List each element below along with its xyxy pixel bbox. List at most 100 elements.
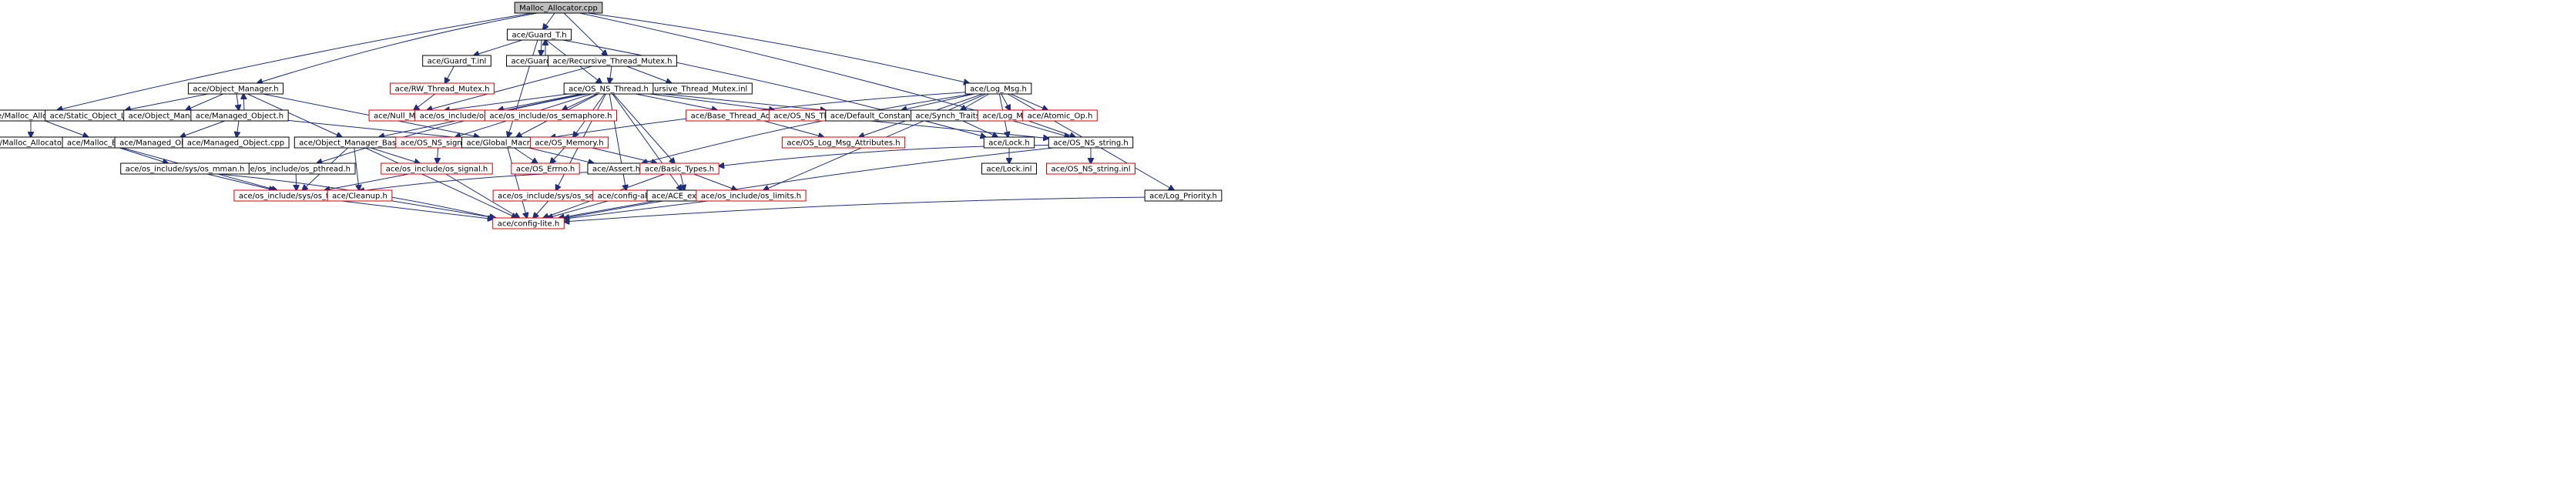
- node-box: [563, 82, 654, 95]
- node-os-errno-h[interactable]: ace/OS_Errno.h: [511, 162, 580, 175]
- edge-base-thread-adapter-h-to-os-log-msg-attributes-h: [763, 120, 823, 137]
- node-box: [506, 28, 572, 41]
- node-label: ace/Malloc_Allocator.h: [0, 112, 73, 121]
- node-managed-object-cpp[interactable]: ace/Managed_Object.cpp: [182, 136, 290, 149]
- node-rw-thread-mutex-h[interactable]: ace/RW_Thread_Mutex.h: [390, 82, 495, 95]
- edge-os-ns-thread-h-to-config-all-h: [609, 93, 626, 190]
- node-label: ace/Malloc_Base.h: [67, 139, 138, 148]
- node-box: [514, 2, 603, 14]
- node-os-ns-thread-h[interactable]: ace/OS_NS_Thread.h: [563, 82, 654, 95]
- node-object-manager-h[interactable]: ace/Object_Manager.h: [187, 82, 284, 95]
- edge-os-memory-h-to-basic-types-h: [592, 147, 656, 163]
- edge-os-mman-h-to-os-types-h: [206, 173, 274, 190]
- edge-rec-thread-mutex-h-to-os-ns-thread-h: [609, 65, 612, 83]
- edge-object-manager-base-h-to-config-lite-h: [364, 147, 517, 218]
- node-box: [1144, 189, 1223, 202]
- edge-os-sem-h-to-config-lite-h: [533, 200, 549, 218]
- edge-log-msg-inl-to-os-ns-string-h: [1028, 120, 1075, 137]
- edge-object-manager-h-to-managed-object-h: [236, 93, 239, 110]
- edge-object-manager-h-to-object-manager-base-h: [247, 93, 341, 137]
- node-cleanup-h[interactable]: ace/Cleanup.h: [327, 189, 393, 202]
- node-os-ns-string-inl[interactable]: ace/OS_NS_string.inl: [1046, 162, 1135, 175]
- node-label: ace/Base_Thread_Adapter.h: [691, 112, 798, 121]
- node-guard-t-h[interactable]: ace/Guard_T.h: [506, 28, 572, 41]
- node-box: [981, 162, 1038, 175]
- edge-malloc-base-h-to-os-mman-h: [119, 147, 168, 163]
- node-basic-types-h[interactable]: ace/Basic_Types.h: [639, 162, 719, 175]
- node-label: ace/Atomic_Op.h: [1028, 112, 1093, 121]
- node-label: ace/Global_Macros.h: [466, 139, 545, 148]
- node-box: [511, 162, 580, 175]
- edge-global-macros-h-to-assert-h: [528, 147, 593, 163]
- node-label: ace/Managed_Object.inl: [119, 139, 212, 148]
- node-config-lite-h[interactable]: ace/config-lite.h: [492, 217, 565, 229]
- node-rec-thread-mutex-h[interactable]: ace/Recursive_Thread_Mutex.h: [547, 55, 678, 67]
- node-os-pthread-h[interactable]: ace/os_include/os_pthread.h: [236, 162, 356, 175]
- node-box: [120, 162, 250, 175]
- node-box: [1022, 109, 1098, 122]
- edge-object-manager-h-to-object-manager-inl: [186, 93, 223, 110]
- nodes-layer: Malloc_Allocator.cpp ace/Guard_T.h ace/Gua…: [0, 2, 1223, 229]
- node-atomic-op-h[interactable]: ace/Atomic_Op.h: [1022, 109, 1098, 122]
- node-os-signal-h[interactable]: ace/os_include/os_signal.h: [381, 162, 493, 175]
- node-log-priority-h[interactable]: ace/Log_Priority.h: [1144, 189, 1223, 202]
- node-label: ace/Assert.h: [592, 166, 640, 174]
- node-label: ace/Synch_Traits.h: [916, 112, 988, 121]
- node-label: ace/Managed_Object.h: [196, 112, 283, 121]
- edge-root-to-log-msg-h: [587, 12, 969, 83]
- node-box: [781, 136, 906, 149]
- node-label: ace/os_include/sys/os_mman.h: [126, 166, 245, 174]
- edge-cleanup-h-to-config-lite-h: [391, 200, 496, 218]
- node-lock-inl[interactable]: ace/Lock.inl: [981, 162, 1038, 175]
- edge-guard-t-inl-to-rw-thread-mutex-h: [445, 65, 454, 83]
- node-log-msg-h[interactable]: ace/Log_Msg.h: [964, 82, 1032, 95]
- edge-os-ns-signal-h-to-os-signal-h: [437, 147, 438, 163]
- node-label: ace/Cleanup.h: [332, 193, 387, 201]
- node-label: ace/Object_Manager_Base.h: [299, 139, 408, 148]
- node-label: ace/Recursive_Thread_Mutex.inl: [624, 85, 748, 94]
- edge-guard-t-h-to-lock-h: [562, 39, 986, 137]
- edge-os-ns-string-h-to-config-lite-h: [564, 147, 1054, 218]
- node-box: [327, 189, 393, 202]
- node-assert-h[interactable]: ace/Assert.h: [587, 162, 646, 175]
- edge-os-ns-thread-h-to-os-sched-h: [498, 93, 582, 110]
- node-os-ns-string-h[interactable]: ace/OS_NS_string.h: [1048, 136, 1134, 149]
- node-guard-t-inl[interactable]: ace/Guard_T.inl: [422, 55, 491, 67]
- node-lock-h[interactable]: ace/Lock.h: [983, 136, 1035, 149]
- edge-managed-object-h-to-object-manager-h: [243, 94, 244, 111]
- node-label: ace/Guard_T.cpp: [512, 58, 575, 66]
- node-label: ace/OS_NS_string.h: [1053, 139, 1128, 148]
- node-label: ace/Guard_T.inl: [428, 58, 487, 66]
- node-label: ace/os_include/os_sched.h: [420, 112, 522, 121]
- edge-os-signal-h-to-config-lite-h: [445, 173, 520, 218]
- edge-basic-types-h-to-ace-export-h: [681, 173, 685, 190]
- node-label: ace/os_include/sys/os_sem.h: [498, 193, 609, 201]
- edge-log-priority-h-to-config-lite-h: [564, 196, 1145, 222]
- node-os-log-msg-attributes-h[interactable]: ace/OS_Log_Msg_Attributes.h: [781, 136, 906, 149]
- edge-synch-traits-h-to-lock-h: [962, 120, 998, 137]
- edge-rec-thread-mutex-h-to-null-mutex-h: [427, 65, 592, 110]
- edge-log-msg-h-to-log-msg-inl: [1001, 93, 1010, 110]
- node-os-memory-h[interactable]: ace/OS_Memory.h: [529, 136, 609, 149]
- node-label: ace/config-all.h: [598, 193, 657, 201]
- edge-os-memory-h-to-os-errno-h: [550, 147, 565, 163]
- edge-log-msg-h-to-atomic-op-h: [1010, 93, 1048, 110]
- node-managed-object-h[interactable]: ace/Managed_Object.h: [190, 109, 289, 122]
- node-box: [390, 82, 495, 95]
- edge-guard-t-h-to-global-macros-h: [508, 39, 538, 137]
- node-os-semaphore-h[interactable]: ace/os_include/os_semaphore.h: [485, 109, 617, 122]
- node-root[interactable]: Malloc_Allocator.cpp: [514, 2, 603, 14]
- node-label: ace/Lock.inl: [986, 166, 1031, 174]
- node-label: ace/OS_NS_string.inl: [1052, 166, 1131, 174]
- node-os-limits-h[interactable]: ace/os_include/os_limits.h: [696, 189, 807, 202]
- node-label: ace/Null_Mutex.h: [374, 112, 440, 121]
- node-label: ace/Object_Manager.inl: [129, 112, 219, 121]
- node-global-macros-h[interactable]: ace/Global_Macros.h: [461, 136, 552, 149]
- edge-managed-object-h-to-managed-object-inl: [180, 120, 225, 137]
- edge-os-ns-thread-h-to-null-mutex-h: [444, 93, 569, 110]
- node-os-mman-h[interactable]: ace/os_include/sys/os_mman.h: [120, 162, 250, 175]
- edge-os-ns-thread-h-to-ace-export-h: [612, 93, 682, 190]
- edge-object-manager-base-h-to-os-signal-h: [371, 147, 420, 163]
- node-object-manager-base-h[interactable]: ace/Object_Manager_Base.h: [293, 136, 414, 149]
